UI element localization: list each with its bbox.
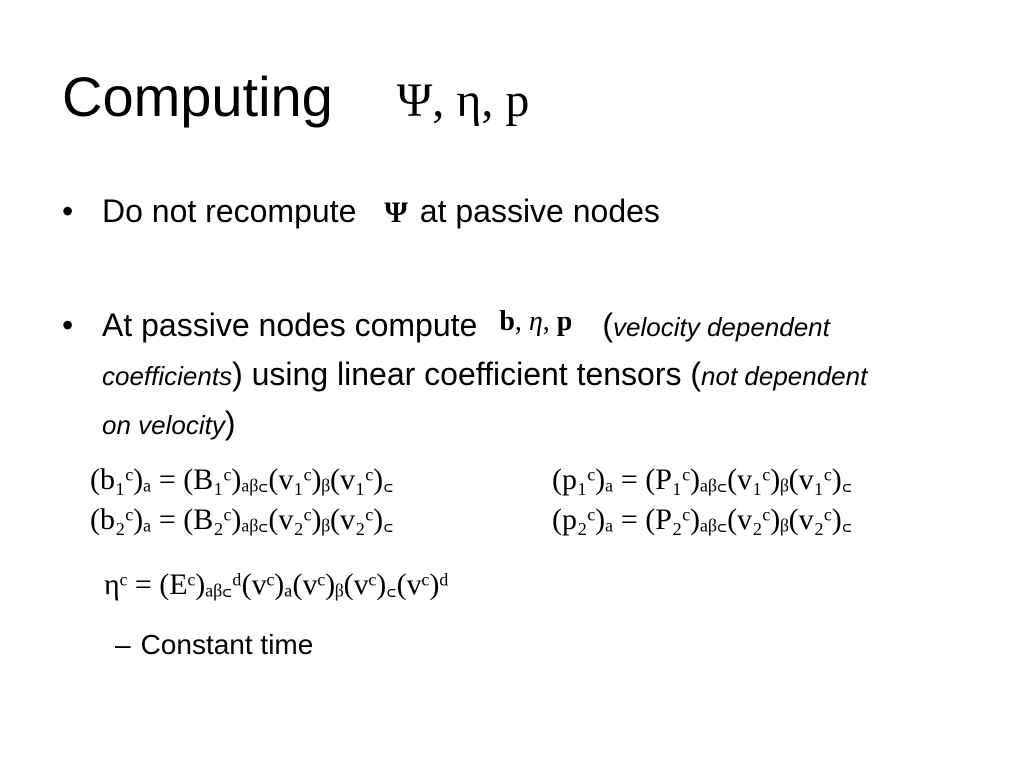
equation-p2: (p₂ᶜ)ₐ = (P₂ᶜ)ₐᵦ꜀(v₂ᶜ)ᵦ(v₂ᶜ)꜀ <box>552 503 853 536</box>
bullet-2-paren-open: ( <box>602 307 614 343</box>
bullet-1-math: Ψ <box>384 196 408 229</box>
bullet-text: At passive nodes compute b, η, p (velocity… <box>102 302 892 449</box>
slide-title: Computing Ψ, η, p <box>62 62 529 136</box>
equation-b1: (b₁ᶜ)ₐ = (B₁ᶜ)ₐᵦ꜀(v₁ᶜ)ᵦ(v₁ᶜ)꜀ <box>90 463 394 496</box>
title-math: Ψ, η, p <box>396 74 530 127</box>
bullet-marker: • <box>62 307 74 343</box>
bullet-2-italic-2: not dependent on velocity <box>102 361 868 440</box>
bullet-2-math: b, η, p <box>499 306 573 337</box>
bullet-1-after: at passive nodes <box>419 193 660 229</box>
sub-bullet: –Constant time <box>115 625 313 665</box>
bullet-2-paren-close-2: ) <box>224 405 236 441</box>
bullet-1-before: Do not recompute <box>102 193 357 229</box>
bullet-2-before: At passive nodes compute <box>102 307 478 343</box>
bullet-2-italic-1: velocity dependent coefficients <box>102 312 830 391</box>
equation-eta: ηᶜ = (Eᶜ)ₐᵦ꜀ᵈ(vᶜ)ₐ(vᶜ)ᵦ(vᶜ)꜀(vᶜ)ᵈ <box>104 568 449 601</box>
title-text: Computing <box>62 65 333 128</box>
equation-b2: (b₂ᶜ)ₐ = (B₂ᶜ)ₐᵦ꜀(v₂ᶜ)ᵦ(v₂ᶜ)꜀ <box>90 503 394 536</box>
sub-bullet-marker: – <box>115 629 131 660</box>
bullet-2-paren-close-1: ) <box>232 356 243 392</box>
sub-bullet-text: Constant time <box>140 629 314 660</box>
bullet-2-middle: using linear coefficient tensors ( <box>242 356 702 392</box>
bullet-marker: • <box>62 193 74 229</box>
equation-p1: (p₁ᶜ)ₐ = (P₁ᶜ)ₐᵦ꜀(v₁ᶜ)ᵦ(v₁ᶜ)꜀ <box>552 463 853 496</box>
